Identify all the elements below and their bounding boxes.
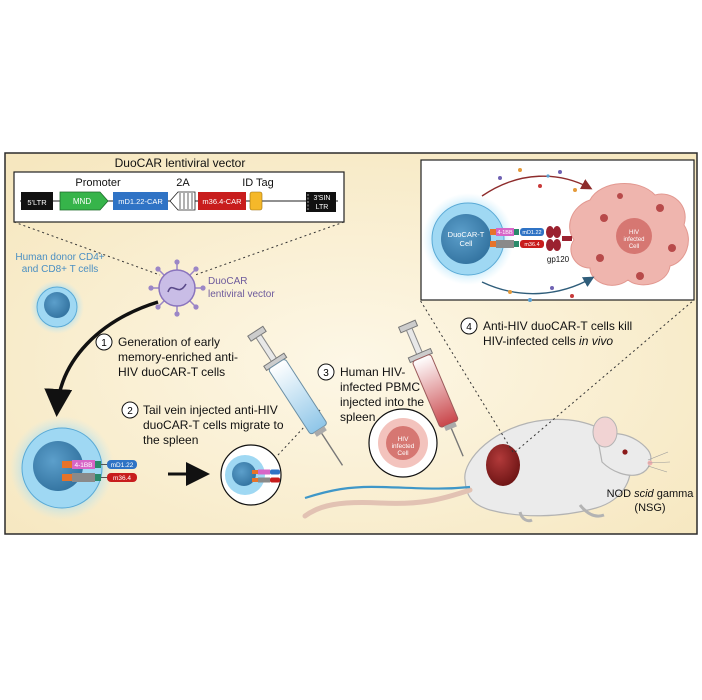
dotted-line-inset-right — [514, 299, 695, 453]
inset-cell-label-1: DuoCAR-T — [448, 230, 485, 239]
vector-construct: DuoCAR lentiviral vector Promoter 2A ID … — [13, 156, 345, 223]
car1-label: mD1.22-CAR — [118, 197, 163, 206]
receptor-md122-label: mD1.22 — [111, 462, 134, 469]
vector-title: DuoCAR lentiviral vector — [115, 156, 246, 170]
gp120-icon — [546, 226, 572, 251]
inset-hiv-label-3: Cell — [629, 244, 639, 250]
mnd-label: MND — [73, 197, 91, 206]
dotted-line-left — [13, 221, 161, 276]
syringe-hiv-icon — [397, 319, 464, 457]
dotted-line-right — [194, 221, 345, 276]
step-3-line-1: Human HIV- — [340, 365, 405, 379]
step-2-line-2: duoCAR-T cells migrate to — [143, 418, 284, 432]
ltr3-box — [306, 192, 336, 212]
step-2-number: 2 — [127, 406, 133, 417]
pbmc-label-2: infected — [392, 443, 415, 450]
step-3-line-3: injected into the — [340, 395, 424, 409]
idtag-label: ID Tag — [242, 177, 274, 189]
inset-41bb-label: 4-1BB — [497, 230, 513, 236]
mouse-label-1: NOD scid gamma — [607, 488, 695, 500]
step-4: 4 Anti-HIV duoCAR-T cells kill HIV-infec… — [460, 317, 632, 348]
step-3-line-4: spleen — [340, 410, 375, 424]
twoa-label: 2A — [176, 177, 190, 189]
hiv-pbmc-inset: HIV infected Cell — [368, 408, 438, 478]
car2-label: m36.4-CAR — [202, 197, 242, 206]
car-receptors-large: 4-1BB mD1.22 m36.4 — [62, 460, 137, 482]
virus-label-2: lentiviral vector — [208, 289, 275, 300]
lentivirus-icon — [148, 259, 206, 317]
step-1-line-3: HIV duoCAR-T cells — [118, 365, 225, 379]
step-1: 1 Generation of early memory-enriched an… — [95, 333, 238, 379]
ltr3-label-2: LTR — [316, 204, 329, 211]
inset-hiv-label-2: infected — [623, 237, 644, 243]
ltr5-label: 5'LTR — [27, 198, 47, 207]
promoter-label: Promoter — [75, 177, 121, 189]
inset-hiv-label-1: HIV — [629, 230, 639, 236]
step-2: 2 Tail vein injected anti-HIV duoCAR-T c… — [121, 401, 284, 447]
inset-m364-label: m36.4 — [524, 242, 539, 248]
receptor-41bb-label: 4-1BB — [74, 462, 92, 469]
step-1-line-2: memory-enriched anti- — [118, 350, 238, 364]
cytokine-particles — [498, 168, 577, 302]
gp120-label: gp120 — [547, 255, 570, 264]
step-4-line-1: Anti-HIV duoCAR-T cells kill — [483, 319, 632, 333]
inset-cell-label-2: Cell — [460, 239, 473, 248]
cytotoxic-arrow-top — [481, 175, 593, 197]
hiv-virion-icons — [596, 193, 676, 280]
donor-label-2: and CD8+ T cells — [22, 264, 99, 275]
donor-label-1: Human donor CD4+ — [15, 252, 104, 263]
virus-label-1: DuoCAR — [208, 276, 247, 287]
killing-inset: HIV infected Cell DuoCAR-T Cell 4-1BB mD… — [420, 159, 695, 302]
cytotoxic-arrow-bottom — [481, 276, 595, 295]
pbmc-label-3: Cell — [397, 450, 409, 457]
car2-box — [198, 192, 246, 210]
step-2-line-3: the spleen — [143, 433, 198, 447]
receptor-m364-label: m36.4 — [113, 475, 131, 482]
step-1-number: 1 — [101, 338, 107, 349]
car1-box — [113, 192, 168, 210]
step-4-number: 4 — [466, 322, 472, 333]
twoa-hatch — [169, 191, 196, 211]
step-1-line-1: Generation of early — [118, 335, 220, 349]
nsg-mouse-icon — [302, 416, 671, 523]
pbmc-label-1: HIV — [398, 436, 410, 443]
transduction-arrow — [44, 300, 159, 417]
injected-cells-inset — [220, 444, 282, 506]
donor-t-cell — [30, 280, 84, 334]
mouse-label-2: (NSG) — [634, 502, 665, 514]
step-4-line-2: HIV-infected cells in vivo — [483, 334, 613, 348]
step-3: 3 Human HIV- infected PBMC injected into… — [317, 363, 424, 424]
step-3-line-2: infected PBMC — [340, 380, 420, 394]
inset-md122-label: mD1.22 — [522, 230, 541, 236]
mnd-promoter-arrow — [59, 191, 109, 211]
syringe-car-t-icon — [247, 325, 344, 466]
step-3-number: 3 — [323, 368, 329, 379]
spleen-icon — [486, 444, 520, 486]
ltr5-box — [21, 192, 53, 210]
idtag-box — [249, 191, 263, 211]
step-2-line-1: Tail vein injected anti-HIV — [143, 403, 278, 417]
ltr3-label-1: 3'SIN — [314, 195, 331, 202]
